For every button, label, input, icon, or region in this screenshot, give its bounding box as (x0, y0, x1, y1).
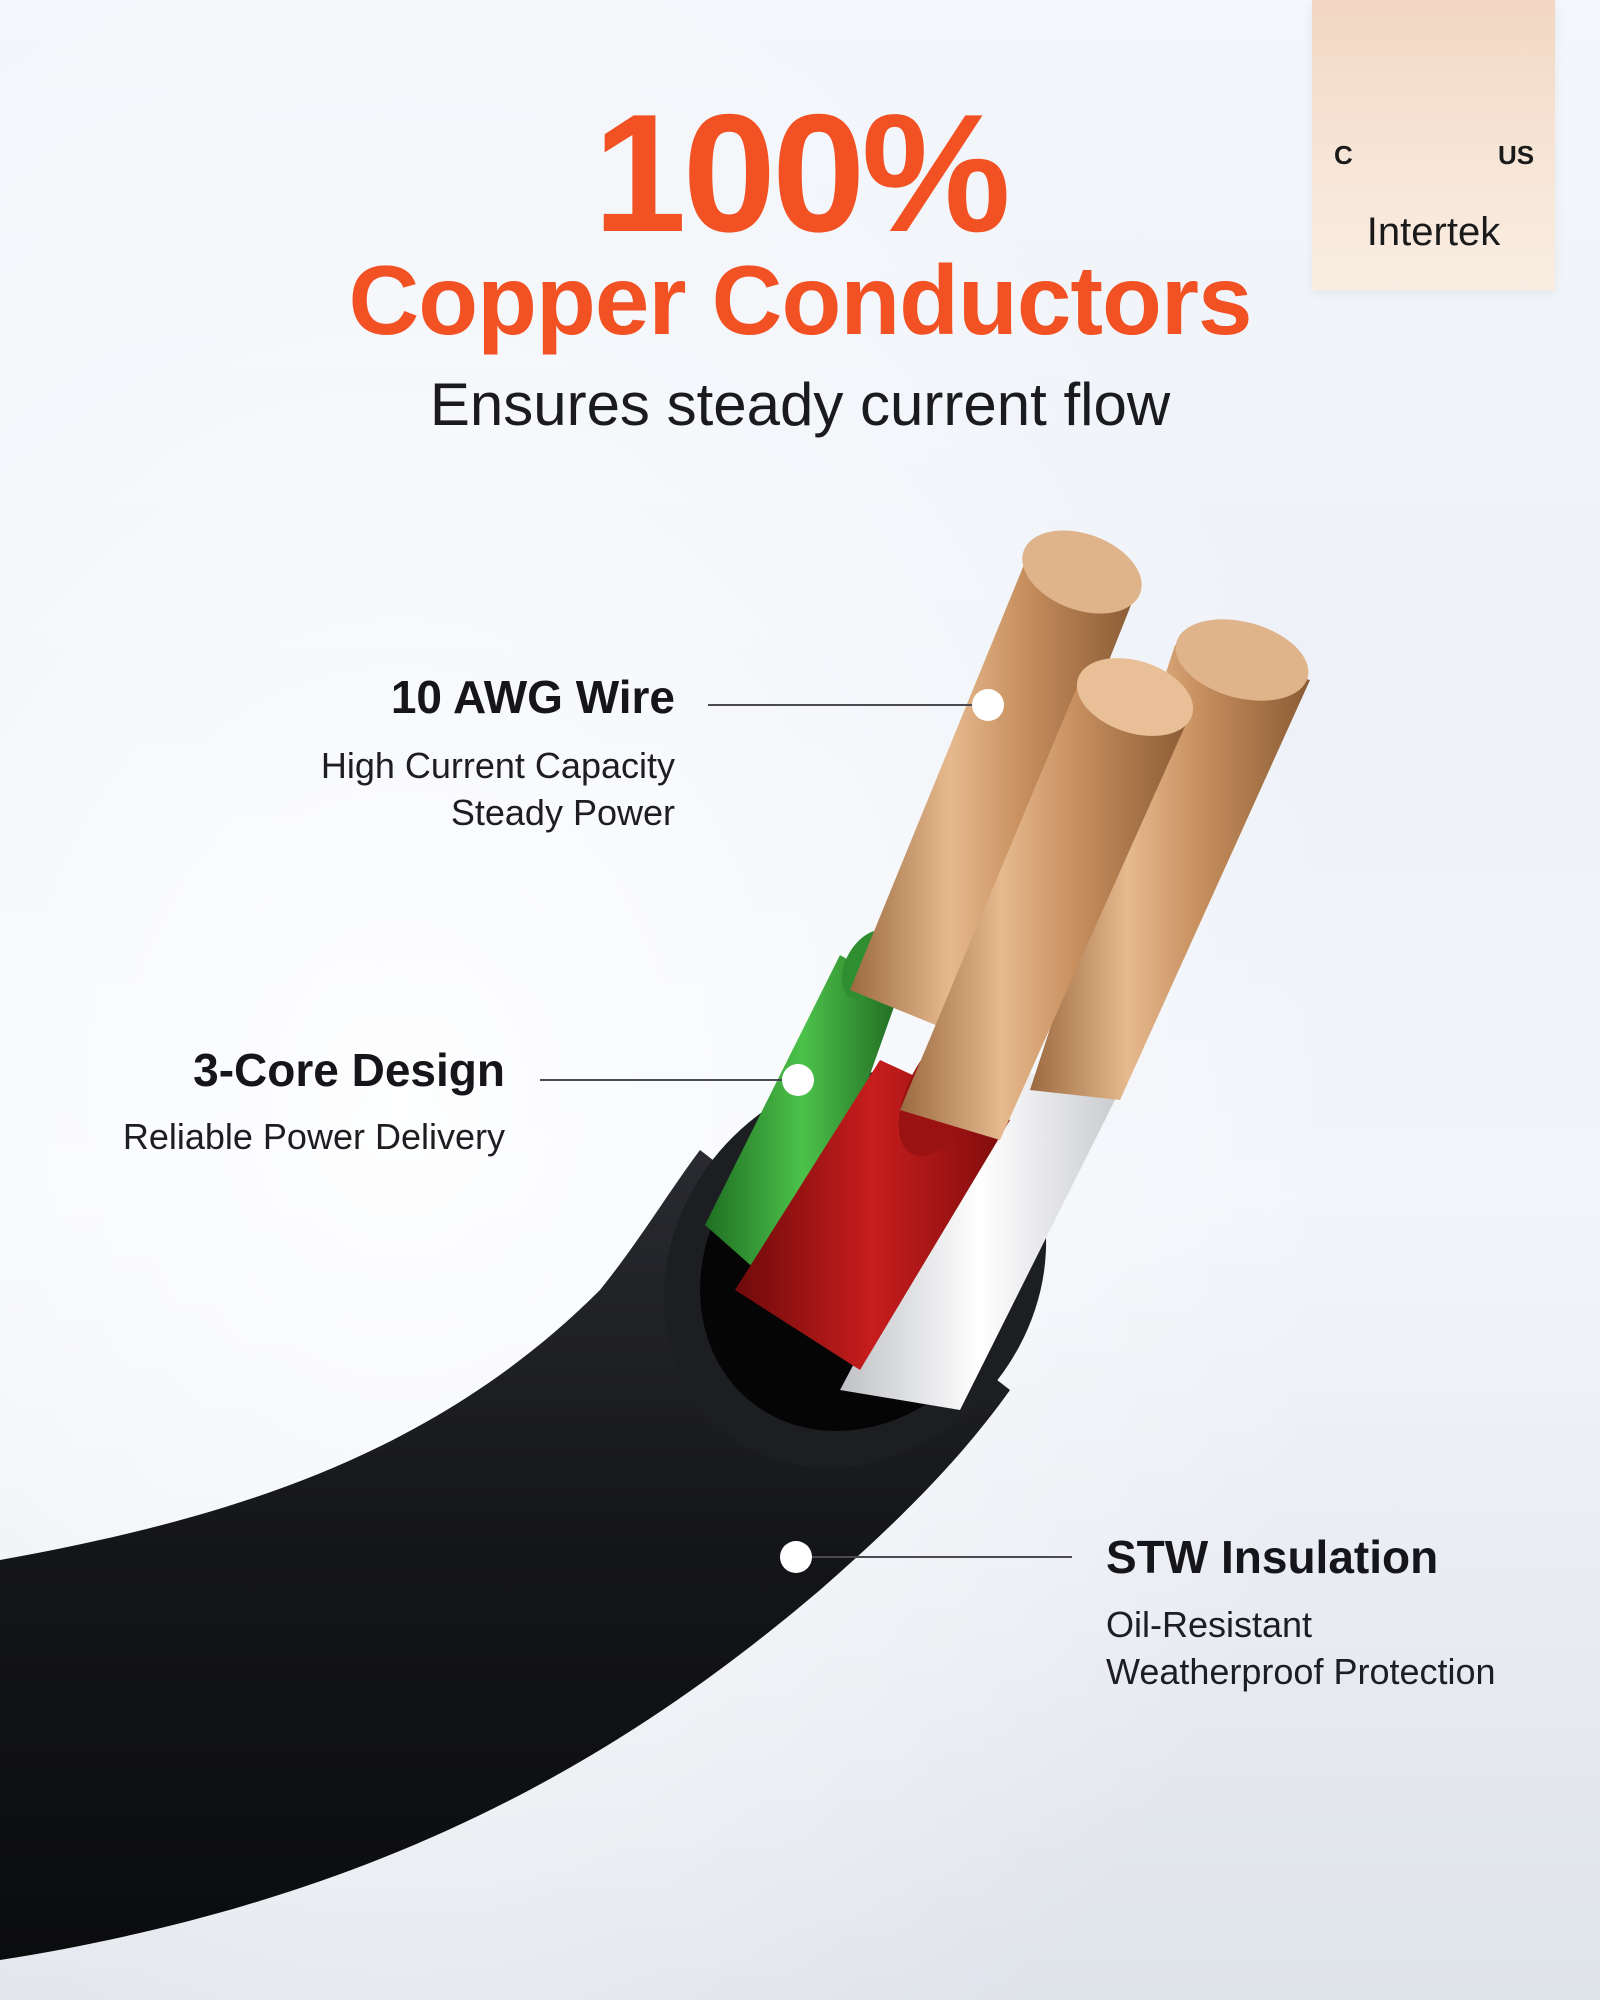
headline-subtitle: Ensures steady current flow (429, 371, 1171, 438)
callout-stw-title: STW Insulation (1106, 1531, 1439, 1583)
callout-stw-line1: Oil-Resistant (1106, 1604, 1313, 1645)
callout-core-title: 3-Core Design (193, 1044, 505, 1096)
badge-c-letter: C (1334, 140, 1353, 170)
etl-certification-badge: C US Intertek (1312, 0, 1555, 290)
callout-awg-line1: High Current Capacity (320, 745, 675, 786)
headline-percent: 100% (593, 79, 1011, 267)
badge-us-letters: US (1498, 140, 1535, 170)
callout-stw-line2: Weatherproof Protection (1106, 1651, 1496, 1692)
callout-awg-line2: Steady Power (450, 792, 675, 833)
badge-company: Intertek (1366, 210, 1501, 254)
callout-awg-title: 10 AWG Wire (390, 671, 675, 723)
callout-core-line1: Reliable Power Delivery (122, 1116, 505, 1157)
headline-title: Copper Conductors (348, 245, 1252, 355)
